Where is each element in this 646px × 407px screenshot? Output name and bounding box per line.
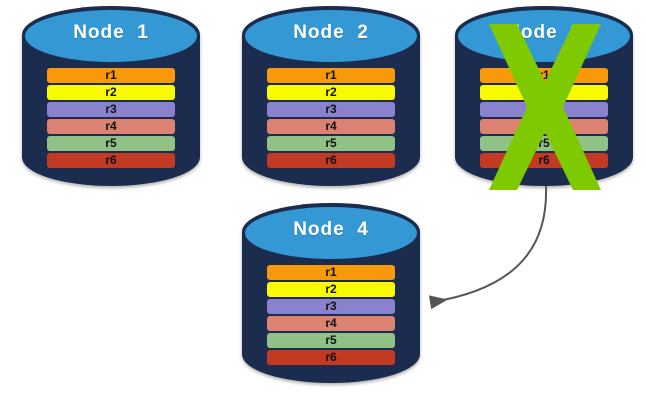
- node-3-row-r4-label: r4: [538, 119, 550, 133]
- node-3-row-list: r1 r2 r3 r4 r5 r6: [455, 68, 633, 170]
- node-3-row-r3-label: r3: [538, 102, 550, 116]
- node-2-row-r4-label: r4: [325, 119, 337, 133]
- node-1[interactable]: Node 1 r1 r2 r3 r4 r5 r6: [22, 6, 200, 186]
- node-4-label: Node 4: [293, 219, 369, 240]
- node-2-row-r3[interactable]: r3: [266, 102, 396, 117]
- node-1-row-r1-label: r1: [105, 68, 117, 82]
- node-4[interactable]: Node 4 r1 r2 r3 r4 r5 r6: [242, 203, 420, 383]
- node-4-row-r3-label: r3: [325, 299, 337, 313]
- node-2-row-r4[interactable]: r4: [266, 119, 396, 134]
- node-4-cylinder-top: [243, 205, 419, 261]
- node-1-label: Node 1: [73, 22, 149, 43]
- node-1-row-r2[interactable]: r2: [46, 85, 176, 100]
- node-1-row-list: r1 r2 r3 r4 r5 r6: [22, 68, 200, 170]
- node-1-row-r1[interactable]: r1: [46, 68, 176, 83]
- node-3-row-r6-label: r6: [538, 153, 550, 167]
- node-1-row-r3-label: r3: [105, 102, 117, 116]
- node-1-row-r6[interactable]: r6: [46, 153, 176, 168]
- node-2-row-list: r1 r2 r3 r4 r5 r6: [242, 68, 420, 170]
- node-2-row-r2-label: r2: [325, 85, 337, 99]
- node-1-row-r6-label: r6: [105, 153, 117, 167]
- node-2-row-r6-label: r6: [325, 153, 337, 167]
- node-2-label: Node 2: [293, 22, 369, 43]
- node-1-row-r4[interactable]: r4: [46, 119, 176, 134]
- node-4-row-r5[interactable]: r5: [266, 333, 396, 348]
- node-4-row-r6[interactable]: r6: [266, 350, 396, 365]
- node-1-row-r2-label: r2: [105, 85, 117, 99]
- node-2[interactable]: Node 2 r1 r2 r3 r4 r5 r6: [242, 6, 420, 186]
- node-4-row-r1[interactable]: r1: [266, 265, 396, 280]
- node-1-cylinder-top: [23, 8, 199, 64]
- node-4-row-r6-label: r6: [325, 350, 337, 364]
- node-4-row-r2[interactable]: r2: [266, 282, 396, 297]
- node-4-row-r5-label: r5: [325, 333, 337, 347]
- node-2-row-r1-label: r1: [325, 68, 337, 82]
- node-3-row-r4[interactable]: r4: [479, 119, 609, 134]
- node-4-row-r4-label: r4: [325, 316, 337, 330]
- node-4-row-r3[interactable]: r3: [266, 299, 396, 314]
- node-4-row-list: r1 r2 r3 r4 r5 r6: [242, 265, 420, 367]
- node-3-row-r1[interactable]: r1: [479, 68, 609, 83]
- node-2-row-r6[interactable]: r6: [266, 153, 396, 168]
- node-2-row-r3-label: r3: [325, 102, 337, 116]
- node-2-row-r5-label: r5: [325, 136, 337, 150]
- node-2-row-r5[interactable]: r5: [266, 136, 396, 151]
- node-3-row-r2[interactable]: r2: [479, 85, 609, 100]
- node-3-row-r5[interactable]: r5: [479, 136, 609, 151]
- node-1-row-r3[interactable]: r3: [46, 102, 176, 117]
- node-3-label: Node 3: [506, 22, 582, 43]
- node-4-row-r2-label: r2: [325, 282, 337, 296]
- node-1-row-r4-label: r4: [105, 119, 117, 133]
- node-3-row-r6[interactable]: r6: [479, 153, 609, 168]
- node-2-cylinder-top: [243, 8, 419, 64]
- node-3-row-r5-label: r5: [538, 136, 550, 150]
- node-3-row-r1-label: r1: [538, 68, 550, 82]
- node-4-row-r4[interactable]: r4: [266, 316, 396, 331]
- node-3[interactable]: Node 3 r1 r2 r3 r4 r5 r6: [455, 6, 633, 190]
- node-1-row-r5-label: r5: [105, 136, 117, 150]
- node-2-row-r2[interactable]: r2: [266, 85, 396, 100]
- node-3-row-r2-label: r2: [538, 85, 550, 99]
- node-3-row-r3[interactable]: r3: [479, 102, 609, 117]
- node-1-row-r5[interactable]: r5: [46, 136, 176, 151]
- node-4-row-r1-label: r1: [325, 265, 337, 279]
- node-2-row-r1[interactable]: r1: [266, 68, 396, 83]
